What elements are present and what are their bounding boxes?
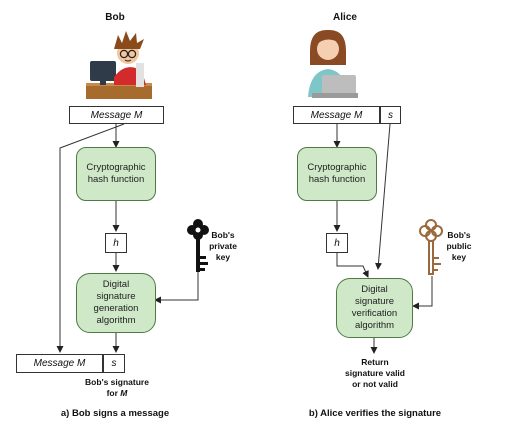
verification-result: Return signature valid or not valid (322, 357, 428, 390)
alice-message-box: Message M (293, 106, 380, 124)
private-key-label-line1: Bob's (211, 230, 235, 240)
alice-hash-function-box: Cryptographic hash function (297, 147, 377, 201)
bob-signature-caption-line1: Bob's signature (85, 377, 149, 387)
private-key-label: Bob's private key (201, 230, 245, 263)
bob-signature-caption-line2: for M (72, 388, 162, 399)
public-key-icon (419, 219, 443, 275)
verification-result-line1: Return (361, 357, 389, 367)
alice-avatar-icon (308, 29, 358, 98)
bob-hash-function-label: Cryptographic hash function (86, 162, 146, 185)
signature-generation-box: Digital signature generation algorithm (76, 273, 156, 333)
signature-verification-box: Digital signature verification algorithm (336, 278, 413, 338)
bob-hash-function-box: Cryptographic hash function (76, 147, 156, 201)
alice-signature-box: s (380, 106, 401, 124)
private-key-label-line3: key (215, 252, 231, 262)
alice-hash-function-label: Cryptographic hash function (307, 162, 367, 185)
public-key-label: Bob's public key (437, 230, 481, 263)
public-key-label-line2: public (446, 241, 472, 251)
bob-message-box: Message M (69, 106, 164, 124)
caption-bob-signs: a) Bob signs a message (60, 408, 170, 419)
bob-output-message-box: Message M (16, 354, 103, 373)
caption-var-m: M (120, 388, 128, 398)
bob-signature-caption: Bob's signature for M (72, 377, 162, 399)
bob-name: Bob (105, 12, 125, 23)
signature-verification-label: Digital signature verification algorithm (351, 284, 398, 331)
verification-result-line3: or not valid (352, 379, 398, 389)
alice-hash-value-box: h (326, 233, 348, 253)
bob-hash-value-box: h (105, 233, 127, 253)
public-key-label-line1: Bob's (447, 230, 471, 240)
private-key-icon (187, 219, 209, 272)
bob-output-signature-box: s (103, 354, 125, 373)
signature-generation-label: Digital signature generation algorithm (93, 279, 139, 326)
verification-result-line2: signature valid (345, 368, 405, 378)
caption-alice-verifies: b) Alice verifies the signature (308, 408, 442, 419)
public-key-label-line3: key (451, 252, 467, 262)
alice-name: Alice (333, 12, 357, 23)
private-key-label-line2: private (209, 241, 237, 251)
caption-for-text: for (106, 388, 121, 398)
bob-avatar-icon (86, 31, 152, 99)
